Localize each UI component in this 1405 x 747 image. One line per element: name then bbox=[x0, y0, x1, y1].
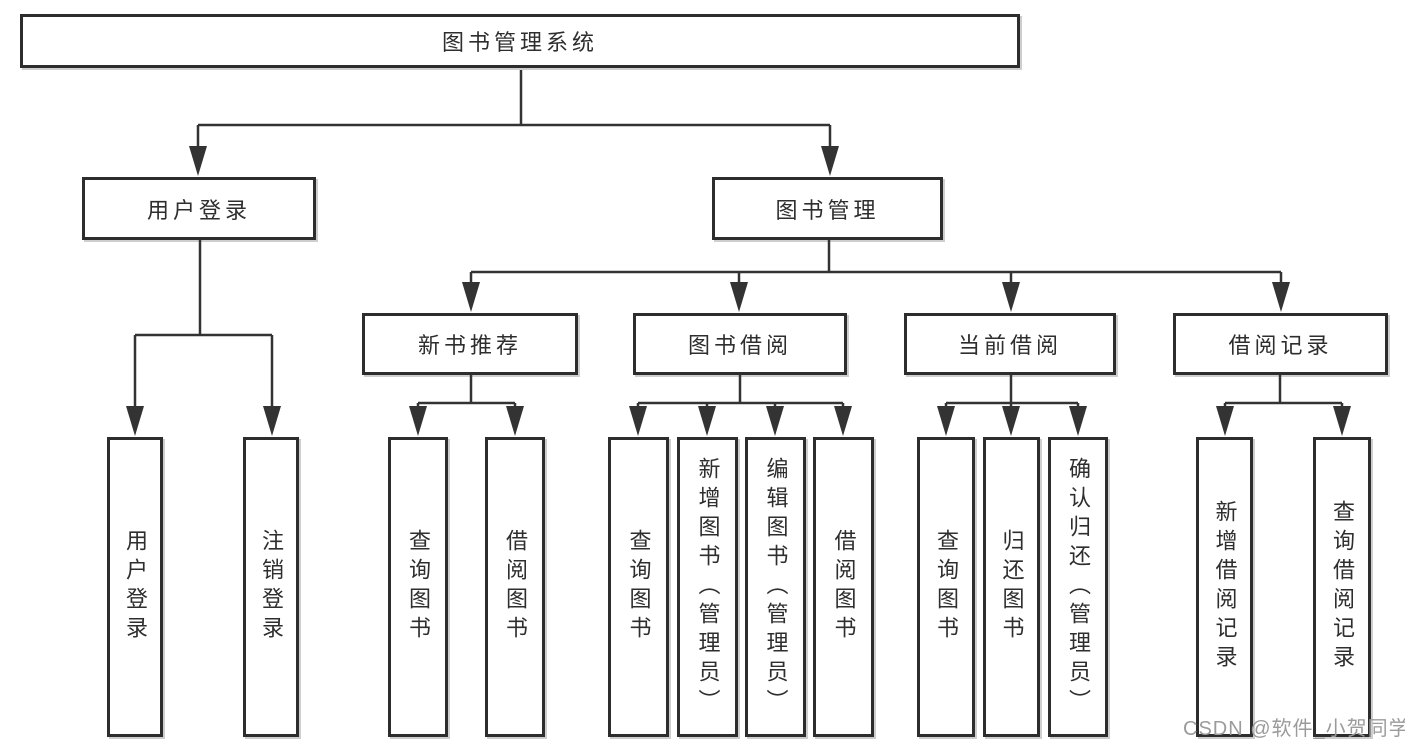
node-user-login: 用户登录 bbox=[82, 177, 316, 240]
node-root-system: 图书管理系统 bbox=[20, 14, 1020, 68]
connector-root-to-level2 bbox=[189, 70, 839, 176]
node-leaf-query-borrow-record: 查询借阅记录 bbox=[1313, 437, 1371, 737]
connector-user-login-children bbox=[126, 240, 281, 436]
csdn-watermark: CSDN @软件_小贺同学 bbox=[1183, 718, 1405, 740]
node-leaf-borrow-books: 借阅图书 bbox=[813, 437, 874, 737]
node-book-management: 图书管理 bbox=[712, 177, 943, 240]
node-leaf-edit-books-admin: 编辑图书（管理员） bbox=[745, 437, 806, 737]
node-leaf-borrow-books-recommend: 借阅图书 bbox=[485, 437, 545, 737]
connector-borrow-records-children bbox=[1216, 375, 1351, 436]
node-book-borrow: 图书借阅 bbox=[633, 313, 847, 375]
node-new-book-recommend: 新书推荐 bbox=[362, 313, 578, 375]
node-leaf-logout: 注销登录 bbox=[243, 437, 299, 737]
node-leaf-query-books-current: 查询图书 bbox=[917, 437, 975, 737]
node-leaf-return-books: 归还图书 bbox=[983, 437, 1040, 737]
node-current-borrow: 当前借阅 bbox=[904, 313, 1116, 375]
node-leaf-add-books-admin: 新增图书（管理员） bbox=[677, 437, 738, 737]
connector-new-book-children bbox=[409, 375, 524, 436]
node-leaf-add-borrow-record: 新增借阅记录 bbox=[1196, 437, 1253, 737]
node-leaf-confirm-return-admin: 确认归还（管理员） bbox=[1048, 437, 1108, 737]
node-leaf-query-books-borrow: 查询图书 bbox=[608, 437, 669, 737]
node-leaf-query-books-recommend: 查询图书 bbox=[388, 437, 448, 737]
connector-current-borrow-children bbox=[937, 375, 1087, 436]
node-leaf-user-login: 用户登录 bbox=[107, 437, 163, 737]
connector-book-borrow-children bbox=[629, 375, 852, 436]
node-borrow-records: 借阅记录 bbox=[1173, 313, 1388, 375]
connector-book-management-children bbox=[462, 240, 1290, 312]
